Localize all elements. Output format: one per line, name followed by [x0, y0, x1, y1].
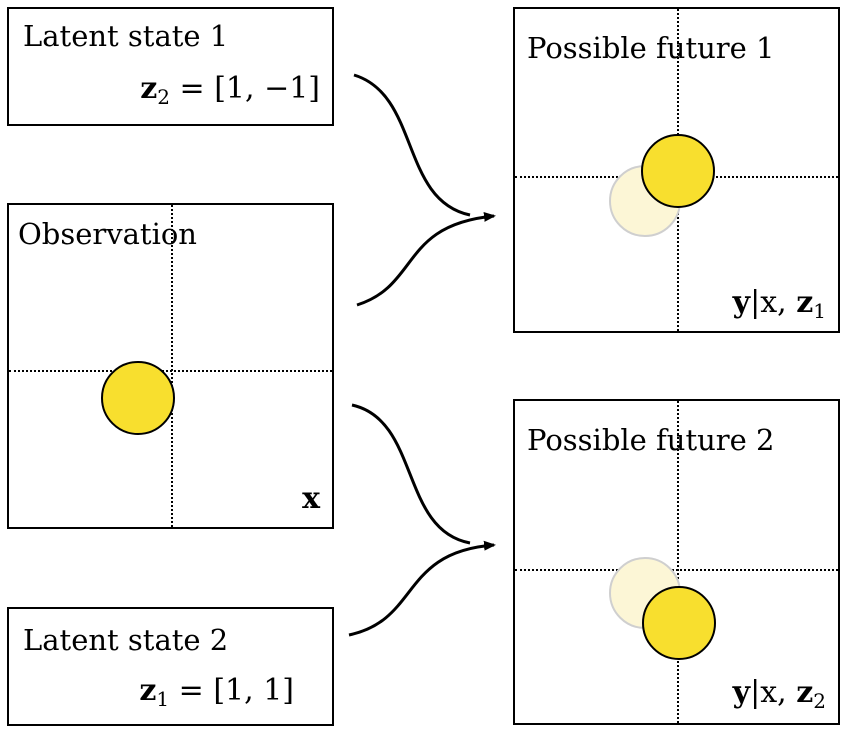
- future-2-ball: [642, 586, 716, 660]
- latent-var: z: [140, 71, 158, 106]
- latent-var: z: [139, 673, 157, 708]
- latent-state-2-value: z1 = [1, 1]: [139, 673, 294, 711]
- future-y: y: [732, 285, 751, 320]
- future-1-ball: [641, 134, 715, 208]
- observation-title: Observation: [18, 217, 197, 251]
- observation-label-var: x: [302, 481, 320, 516]
- latent-sub: 1: [156, 687, 170, 711]
- observation-horizontal-axis: [9, 370, 332, 372]
- latent-state-2-title: Latent state 2: [23, 623, 229, 657]
- latent-state-1-title: Latent state 1: [23, 19, 229, 53]
- future-1-label: y|x, z1: [733, 285, 826, 323]
- observation-vertical-axis: [171, 205, 173, 527]
- latent-state-1-value: z2 = [1, −1]: [140, 71, 320, 109]
- arrow-observation-to-future2: [351, 403, 471, 545]
- future-z: z: [796, 285, 814, 320]
- future-z: z: [796, 675, 814, 710]
- future-sub: 2: [813, 689, 826, 713]
- arrow-latent2-to-future2: [348, 540, 496, 637]
- future-2-box: Possible future 2 y|x, z2: [513, 399, 840, 725]
- latent-rhs: = [1, −1]: [179, 71, 320, 106]
- future-y: y: [732, 675, 751, 710]
- observation-box: Observation x: [7, 203, 334, 529]
- arrow-observation-to-future1: [356, 211, 496, 307]
- latent-state-1-box: Latent state 1 z2 = [1, −1]: [7, 7, 334, 126]
- future-1-title: Possible future 1: [527, 31, 775, 65]
- future-2-title: Possible future 2: [527, 423, 775, 457]
- future-2-label: y|x, z2: [733, 675, 826, 713]
- observation-ball: [101, 361, 175, 435]
- future-2-horizontal-axis: [515, 569, 838, 571]
- observation-label: x: [302, 481, 320, 516]
- latent-sub: 2: [157, 85, 170, 109]
- latent-rhs: = [1, 1]: [178, 673, 294, 708]
- future-sub: 1: [813, 299, 826, 323]
- future-2-vertical-axis: [677, 401, 679, 723]
- future-1-box: Possible future 1 y|x, z1: [513, 7, 840, 333]
- future-given: |x,: [750, 285, 797, 320]
- future-given: |x,: [750, 675, 797, 710]
- latent-state-2-box: Latent state 2 z1 = [1, 1]: [7, 607, 334, 726]
- arrow-latent1-to-future1: [353, 73, 471, 217]
